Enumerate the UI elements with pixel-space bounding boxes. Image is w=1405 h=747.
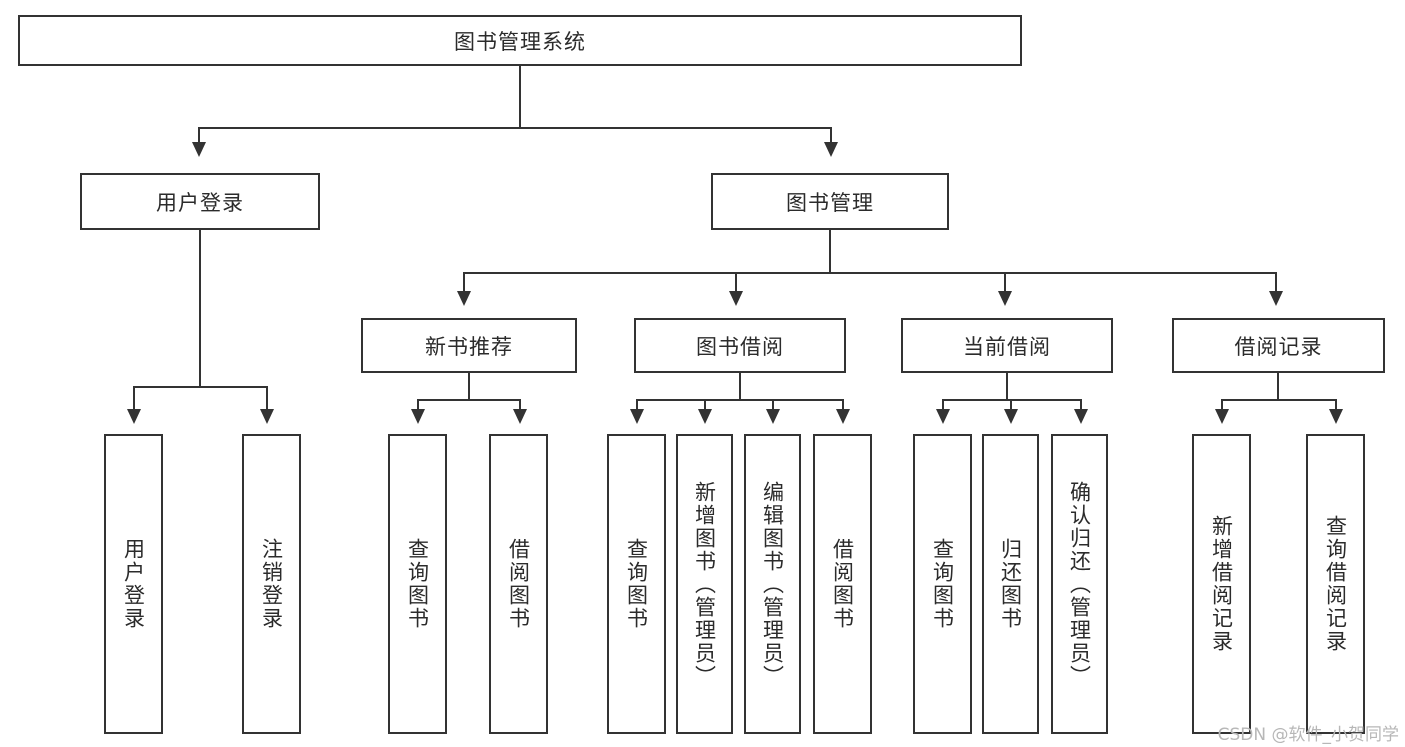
connector-level3-drop-1: [463, 272, 465, 292]
connector-current-borrow-drop-3: [1080, 399, 1082, 410]
connector-level2-bus: [198, 127, 832, 129]
connector-level3-drop-2: [735, 272, 737, 292]
connector-current-borrow-bus: [942, 399, 1082, 401]
node-label: 注销登录: [259, 538, 284, 630]
connector-borrow-record-stem: [1277, 373, 1279, 400]
connector-user-login-drop-1: [133, 386, 135, 410]
arrowhead-to-user-login: [192, 142, 206, 157]
node-label: 查询图书: [405, 538, 430, 630]
arrowhead-leaf-add-record: [1215, 409, 1229, 424]
arrowhead-leaf-user-logout: [260, 409, 274, 424]
node-label: 编辑图书（管理员）: [760, 480, 785, 688]
arrowhead-leaf-query-book-3: [936, 409, 950, 424]
node-current-borrow[interactable]: 当前借阅: [901, 318, 1113, 373]
node-borrow-record[interactable]: 借阅记录: [1172, 318, 1385, 373]
arrowhead-to-book-manage: [824, 142, 838, 157]
node-label: 当前借阅: [963, 334, 1051, 359]
node-new-book-recommend[interactable]: 新书推荐: [361, 318, 577, 373]
arrowhead-leaf-return-book: [1004, 409, 1018, 424]
leaf-confirm-return[interactable]: 确认归还（管理员）: [1051, 434, 1108, 734]
arrowhead-to-book-borrow: [729, 291, 743, 306]
node-label: 查询图书: [624, 538, 649, 630]
leaf-query-book-recommend[interactable]: 查询图书: [388, 434, 447, 734]
leaf-borrow-book-borrow[interactable]: 借阅图书: [813, 434, 872, 734]
connector-book-borrow-drop-3: [772, 399, 774, 410]
connector-book-borrow-stem: [739, 373, 741, 400]
arrowhead-leaf-add-book: [698, 409, 712, 424]
connector-level2-drop-right: [830, 127, 832, 144]
node-label: 查询借阅记录: [1323, 515, 1348, 653]
connector-current-borrow-drop-2: [1010, 399, 1012, 410]
connector-borrow-record-drop-2: [1335, 399, 1337, 410]
leaf-query-book-borrow[interactable]: 查询图书: [607, 434, 666, 734]
node-label: 借阅图书: [506, 538, 531, 630]
connector-new-book-drop-1: [417, 399, 419, 410]
arrowhead-to-borrow-record: [1269, 291, 1283, 306]
connector-new-book-stem: [468, 373, 470, 400]
leaf-user-logout[interactable]: 注销登录: [242, 434, 301, 734]
connector-user-login-stem: [199, 230, 201, 387]
connector-current-borrow-drop-1: [942, 399, 944, 410]
node-root-book-management-system[interactable]: 图书管理系统: [18, 15, 1022, 66]
connector-book-manage-stem: [829, 230, 831, 273]
node-label: 新书推荐: [425, 334, 513, 359]
connector-root-stem: [519, 66, 521, 128]
node-label: 确认归还（管理员）: [1067, 480, 1092, 688]
node-label: 新增借阅记录: [1209, 515, 1234, 653]
node-label: 借阅记录: [1234, 334, 1323, 359]
connector-current-borrow-stem: [1006, 373, 1008, 400]
node-label: 新增图书（管理员）: [692, 480, 717, 688]
connector-book-borrow-drop-2: [704, 399, 706, 410]
arrowhead-leaf-query-record: [1329, 409, 1343, 424]
node-label: 图书管理系统: [454, 29, 586, 54]
connector-book-borrow-drop-4: [842, 399, 844, 410]
connector-level2-drop-left: [198, 127, 200, 144]
node-book-borrow[interactable]: 图书借阅: [634, 318, 846, 373]
node-book-manage[interactable]: 图书管理: [711, 173, 949, 230]
connector-user-login-bus: [133, 386, 268, 388]
leaf-user-login[interactable]: 用户登录: [104, 434, 163, 734]
leaf-query-borrow-record[interactable]: 查询借阅记录: [1306, 434, 1365, 734]
arrowhead-leaf-user-login: [127, 409, 141, 424]
node-label: 图书管理: [786, 190, 874, 215]
connector-level3-bus: [463, 272, 1277, 274]
node-label: 用户登录: [121, 538, 146, 630]
leaf-add-borrow-record[interactable]: 新增借阅记录: [1192, 434, 1251, 734]
connector-book-borrow-drop-1: [636, 399, 638, 410]
arrowhead-leaf-confirm-return: [1074, 409, 1088, 424]
arrowhead-leaf-query-book-1: [411, 409, 425, 424]
node-label: 图书借阅: [696, 334, 784, 359]
node-user-login[interactable]: 用户登录: [80, 173, 320, 230]
connector-user-login-drop-2: [266, 386, 268, 410]
arrowhead-leaf-query-book-2: [630, 409, 644, 424]
leaf-return-book[interactable]: 归还图书: [982, 434, 1039, 734]
arrowhead-to-current-borrow: [998, 291, 1012, 306]
node-label: 借阅图书: [830, 538, 855, 630]
connector-level3-drop-3: [1004, 272, 1006, 292]
node-label: 查询图书: [930, 538, 955, 630]
connector-book-borrow-bus: [636, 399, 844, 401]
connector-new-book-drop-2: [519, 399, 521, 410]
connector-borrow-record-drop-1: [1221, 399, 1223, 410]
connector-new-book-bus: [417, 399, 521, 401]
arrowhead-to-new-book-recommend: [457, 291, 471, 306]
connector-level3-drop-4: [1275, 272, 1277, 292]
leaf-edit-book[interactable]: 编辑图书（管理员）: [744, 434, 801, 734]
leaf-add-book[interactable]: 新增图书（管理员）: [676, 434, 733, 734]
leaf-borrow-book-recommend[interactable]: 借阅图书: [489, 434, 548, 734]
connector-borrow-record-bus: [1221, 399, 1337, 401]
arrowhead-leaf-edit-book: [766, 409, 780, 424]
leaf-query-book-current[interactable]: 查询图书: [913, 434, 972, 734]
node-label: 用户登录: [156, 190, 244, 215]
arrowhead-leaf-borrow-book-2: [836, 409, 850, 424]
node-label: 归还图书: [998, 538, 1023, 630]
arrowhead-leaf-borrow-book-1: [513, 409, 527, 424]
